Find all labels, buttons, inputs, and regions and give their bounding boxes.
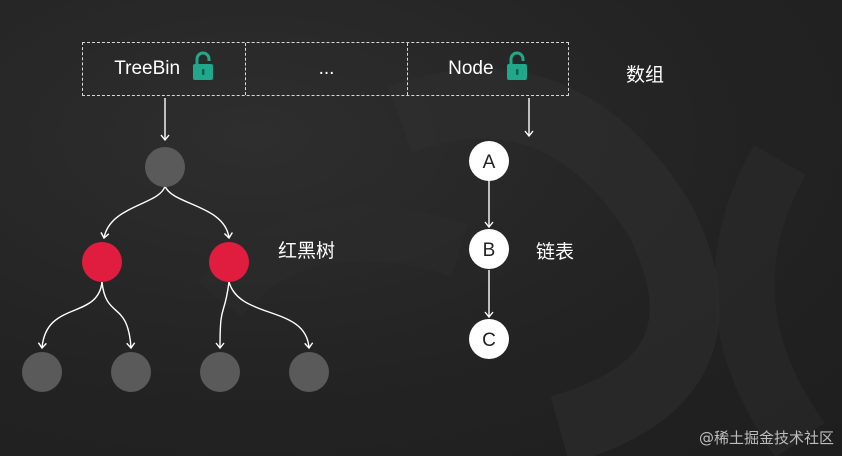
list-node-a: [469, 141, 509, 181]
tree-edge: [100, 185, 166, 240]
tree-caption: 红黑树: [278, 240, 336, 262]
tree-node-leaf: [200, 352, 240, 392]
list-node-label: A: [483, 152, 496, 173]
tree-edge: [101, 281, 136, 350]
tree-node-red: [82, 242, 122, 282]
array-cell-label: TreeBin: [114, 58, 181, 79]
tree-edge: [37, 281, 103, 350]
array-cell-label: ...: [318, 58, 335, 79]
list-node-label: B: [483, 240, 496, 261]
tree-edge: [215, 281, 230, 350]
tree-node-leaf: [111, 352, 151, 392]
array-cell-ellipsis: ...: [245, 43, 406, 95]
tree-node-leaf: [289, 352, 329, 392]
tree-node-red: [209, 242, 249, 282]
tree-node-leaf: [22, 352, 62, 392]
lock-icon: [506, 51, 528, 87]
list-node-c: [469, 319, 509, 359]
list-node-b: [469, 229, 509, 269]
watermark: @稀土掘金技术社区: [698, 429, 834, 447]
array-cell-label: Node: [448, 58, 494, 79]
tree-node-root: [145, 147, 185, 187]
tree-edge: [164, 185, 233, 240]
array-cell-node: Node: [406, 43, 568, 95]
array-cell-treebin: TreeBin: [83, 43, 245, 95]
lock-icon: [192, 51, 214, 87]
list-caption: 链表: [536, 241, 575, 263]
tree-edge: [228, 281, 314, 350]
list-node-label: C: [482, 330, 496, 351]
array: TreeBin ... Node: [82, 42, 569, 96]
array-caption: 数组: [626, 64, 665, 86]
